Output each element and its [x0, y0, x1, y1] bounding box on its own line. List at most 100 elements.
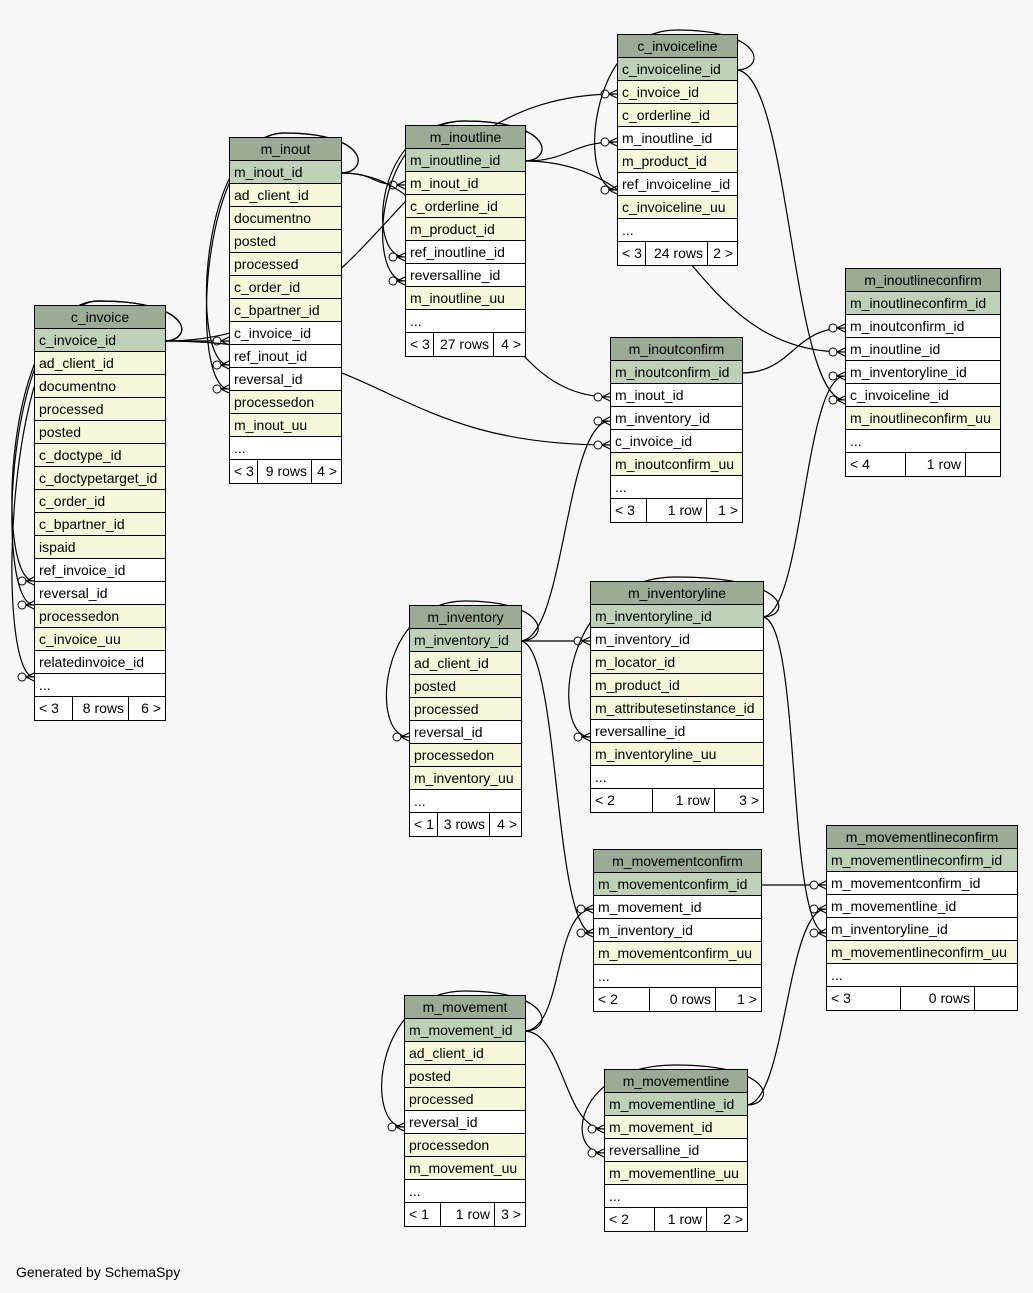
- table-title[interactable]: m_inoutconfirm: [611, 338, 742, 361]
- column-row[interactable]: c_invoice_id: [618, 81, 737, 104]
- column-row[interactable]: c_bpartner_id: [230, 299, 341, 322]
- footer-children[interactable]: 2 >: [723, 1211, 743, 1227]
- more-columns[interactable]: ...: [230, 437, 341, 460]
- footer-children[interactable]: 1 >: [718, 502, 738, 518]
- footer-parents[interactable]: < 1: [410, 813, 438, 836]
- column-row[interactable]: c_invoiceline_uu: [618, 196, 737, 219]
- footer-rows[interactable]: 1 row: [655, 1208, 707, 1231]
- more-columns[interactable]: ...: [594, 965, 761, 988]
- column-row[interactable]: c_order_id: [35, 490, 165, 513]
- column-row[interactable]: posted: [35, 421, 165, 444]
- column-row[interactable]: ad_client_id: [230, 184, 341, 207]
- column-row[interactable]: reversal_id: [230, 368, 341, 391]
- column-row[interactable]: reversal_id: [35, 582, 165, 605]
- column-row[interactable]: ad_client_id: [35, 352, 165, 375]
- table-title[interactable]: m_inventory: [410, 606, 521, 629]
- column-row[interactable]: m_movementline_id: [827, 895, 1017, 918]
- column-row[interactable]: processed: [405, 1088, 525, 1111]
- footer-parents[interactable]: < 1: [405, 1203, 441, 1226]
- column-row[interactable]: m_inventoryline_id: [827, 918, 1017, 941]
- footer-parents[interactable]: < 2: [605, 1208, 655, 1231]
- column-row[interactable]: m_inventoryline_uu: [591, 743, 763, 766]
- column-row[interactable]: documentno: [230, 207, 341, 230]
- column-row[interactable]: m_inout_id: [230, 161, 341, 184]
- column-row[interactable]: c_invoice_id: [35, 329, 165, 352]
- column-row[interactable]: m_inventoryline_id: [846, 361, 1000, 384]
- footer-children[interactable]: 4 >: [501, 336, 521, 352]
- column-row[interactable]: m_inventoryline_id: [591, 605, 763, 628]
- table-title[interactable]: m_inout: [230, 138, 341, 161]
- column-row[interactable]: ref_invoiceline_id: [618, 173, 737, 196]
- column-row[interactable]: c_invoiceline_id: [618, 58, 737, 81]
- table-title[interactable]: m_inventoryline: [591, 582, 763, 605]
- column-row[interactable]: reversalline_id: [591, 720, 763, 743]
- more-columns[interactable]: ...: [410, 790, 521, 813]
- column-row[interactable]: m_inoutline_id: [406, 149, 525, 172]
- more-columns[interactable]: ...: [405, 1180, 525, 1203]
- column-row[interactable]: m_movement_id: [405, 1019, 525, 1042]
- footer-children[interactable]: 2 >: [713, 245, 733, 261]
- column-row[interactable]: m_product_id: [406, 218, 525, 241]
- footer-parents[interactable]: < 3: [611, 499, 647, 522]
- footer-parents[interactable]: < 3: [35, 697, 73, 720]
- footer-rows[interactable]: 8 rows: [73, 697, 129, 720]
- column-row[interactable]: m_inoutlineconfirm_id: [846, 292, 1000, 315]
- column-row[interactable]: m_inoutline_id: [846, 338, 1000, 361]
- column-row[interactable]: m_movementlineconfirm_uu: [827, 941, 1017, 964]
- column-row[interactable]: m_inventory_uu: [410, 767, 521, 790]
- table-title[interactable]: m_movementline: [605, 1070, 747, 1093]
- column-row[interactable]: processed: [230, 253, 341, 276]
- column-row[interactable]: relatedinvoice_id: [35, 651, 165, 674]
- column-row[interactable]: m_locator_id: [591, 651, 763, 674]
- more-columns[interactable]: ...: [611, 476, 742, 499]
- footer-parents[interactable]: < 3: [618, 242, 646, 265]
- column-row[interactable]: processed: [410, 698, 521, 721]
- footer-children[interactable]: 4 >: [497, 816, 517, 832]
- footer-children[interactable]: [975, 987, 1017, 1010]
- column-row[interactable]: m_movementline_id: [605, 1093, 747, 1116]
- column-row[interactable]: posted: [410, 675, 521, 698]
- footer-parents[interactable]: < 2: [591, 789, 653, 812]
- table-title[interactable]: m_inoutlineconfirm: [846, 269, 1000, 292]
- column-row[interactable]: m_inventory_id: [591, 628, 763, 651]
- column-row[interactable]: m_movementlineconfirm_id: [827, 849, 1017, 872]
- column-row[interactable]: c_orderline_id: [618, 104, 737, 127]
- column-row[interactable]: m_inventory_id: [594, 919, 761, 942]
- column-row[interactable]: reversalline_id: [406, 264, 525, 287]
- column-row[interactable]: m_inventory_id: [611, 407, 742, 430]
- column-row[interactable]: m_inoutconfirm_id: [611, 361, 742, 384]
- column-row[interactable]: m_inout_uu: [230, 414, 341, 437]
- column-row[interactable]: reversal_id: [405, 1111, 525, 1134]
- table-title[interactable]: m_movementlineconfirm: [827, 826, 1017, 849]
- more-columns[interactable]: ...: [406, 310, 525, 333]
- column-row[interactable]: reversalline_id: [605, 1139, 747, 1162]
- column-row[interactable]: m_movementline_uu: [605, 1162, 747, 1185]
- more-columns[interactable]: ...: [618, 219, 737, 242]
- column-row[interactable]: c_orderline_id: [406, 195, 525, 218]
- footer-rows[interactable]: 24 rows: [646, 242, 708, 265]
- column-row[interactable]: c_doctype_id: [35, 444, 165, 467]
- column-row[interactable]: m_movementconfirm_uu: [594, 942, 761, 965]
- footer-parents[interactable]: < 4: [846, 453, 906, 476]
- footer-rows[interactable]: 0 rows: [901, 987, 975, 1010]
- footer-rows[interactable]: 0 rows: [650, 988, 716, 1011]
- column-row[interactable]: reversal_id: [410, 721, 521, 744]
- footer-rows[interactable]: 1 row: [906, 453, 966, 476]
- column-row[interactable]: c_invoice_id: [230, 322, 341, 345]
- footer-parents[interactable]: < 3: [406, 333, 434, 356]
- table-title[interactable]: m_movementconfirm: [594, 850, 761, 873]
- table-title[interactable]: c_invoice: [35, 306, 165, 329]
- column-row[interactable]: m_inout_id: [611, 384, 742, 407]
- column-row[interactable]: m_movement_uu: [405, 1157, 525, 1180]
- table-title[interactable]: m_inoutline: [406, 126, 525, 149]
- footer-children[interactable]: 3 >: [739, 792, 759, 808]
